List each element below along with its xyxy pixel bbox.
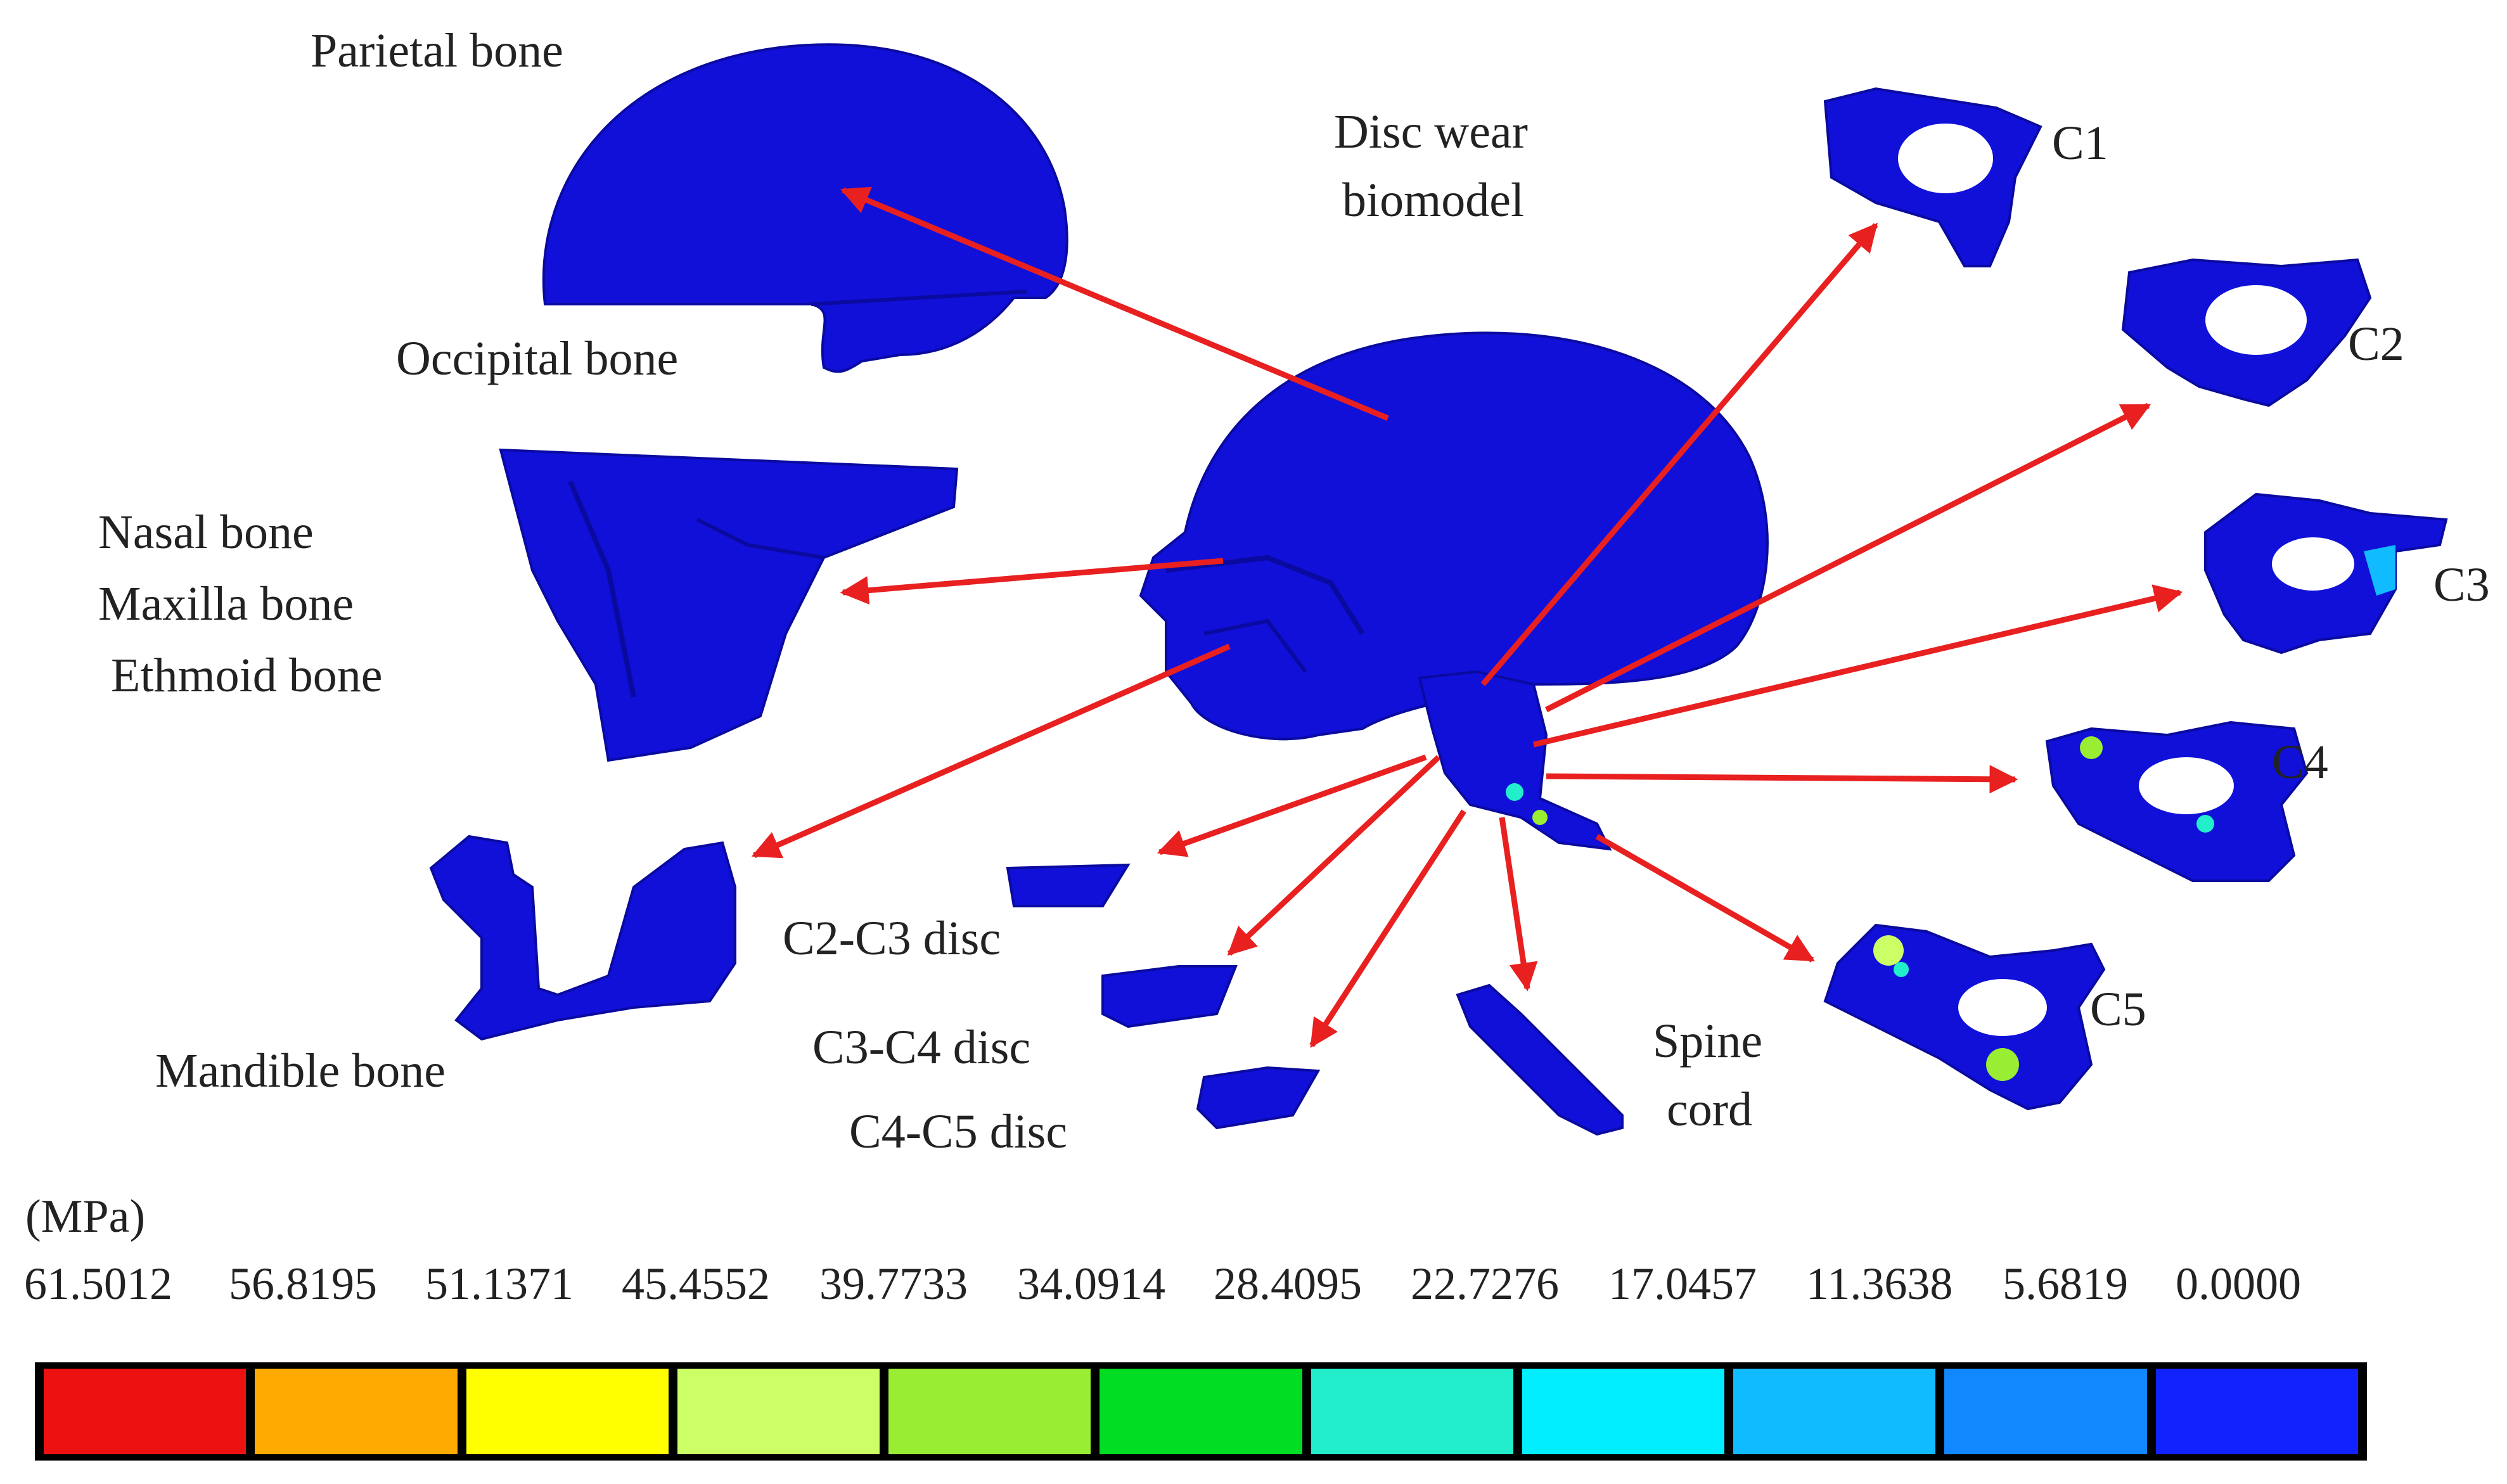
legend-swatch bbox=[44, 1369, 247, 1454]
label-spine: Spine bbox=[1653, 1014, 1763, 1068]
arrow-c4 bbox=[1546, 765, 2018, 794]
cervical-column-shape bbox=[1418, 670, 1612, 851]
c5-vertebra-shape bbox=[1823, 923, 2106, 1111]
label-c3-c4-disc: C3-C4 disc bbox=[812, 1021, 1031, 1074]
arrow-spine-cord bbox=[1499, 817, 1538, 992]
c2-c3-disc-shape bbox=[1006, 863, 1131, 907]
facial-bones-shape bbox=[499, 448, 959, 762]
legend-swatch bbox=[1733, 1369, 1936, 1454]
label-c5: C5 bbox=[2090, 983, 2146, 1036]
legend-value: 34.0914 bbox=[1017, 1258, 1165, 1309]
legend-swatch bbox=[2155, 1369, 2358, 1454]
legend-swatch bbox=[1100, 1369, 1302, 1454]
arrow-c3 bbox=[1532, 584, 2183, 748]
legend-swatch bbox=[1944, 1369, 2147, 1454]
label-cord: cord bbox=[1667, 1083, 1753, 1136]
parietal-bone-shape bbox=[542, 43, 1068, 373]
legend-value: 45.4552 bbox=[622, 1258, 770, 1309]
arrow-c1 bbox=[1480, 222, 1878, 686]
c2-vertebra-shape bbox=[2121, 258, 2372, 407]
legend-value: 39.7733 bbox=[819, 1258, 968, 1309]
legend-swatch bbox=[255, 1369, 458, 1454]
legend-value: 56.8195 bbox=[229, 1258, 377, 1309]
label-c4: C4 bbox=[2272, 736, 2328, 789]
legend-color-bar bbox=[35, 1362, 2367, 1461]
mandible-bone-shape bbox=[429, 835, 736, 1041]
skull-model-shape bbox=[1139, 331, 1769, 741]
c1-vertebra-shape bbox=[1823, 87, 2042, 267]
label-parietal-bone: Parietal bone bbox=[311, 24, 563, 77]
arrow-c2 bbox=[1544, 402, 2151, 713]
arrow-c5 bbox=[1595, 834, 1815, 963]
label-nasal-bone: Nasal bone bbox=[98, 506, 314, 559]
label-occipital-bone: Occipital bone bbox=[396, 332, 679, 385]
label-c2-c3-disc: C2-C3 disc bbox=[783, 912, 1001, 965]
legend-value: 28.4095 bbox=[1214, 1258, 1362, 1309]
c3-vertebra-shape bbox=[2204, 492, 2448, 655]
arrow-parietal bbox=[840, 186, 1389, 421]
label-mandible-bone: Mandible bone bbox=[155, 1044, 446, 1097]
legend-value: 5.6819 bbox=[2003, 1258, 2128, 1309]
label-c4-c5-disc: C4-C5 disc bbox=[849, 1105, 1068, 1158]
label-biomodel: biomodel bbox=[1342, 174, 1525, 227]
pointer-arrows bbox=[751, 186, 2183, 1048]
c4-c5-disc-shape bbox=[1196, 1066, 1321, 1130]
legend-value: 22.7276 bbox=[1411, 1258, 1559, 1309]
label-disc-wear: Disc wear bbox=[1334, 105, 1528, 158]
legend-value: 11.3638 bbox=[1806, 1258, 1953, 1309]
legend-swatch bbox=[466, 1369, 669, 1454]
arrow-mandible bbox=[751, 643, 1231, 859]
label-c1: C1 bbox=[2052, 117, 2108, 170]
c3-c4-disc-shape bbox=[1101, 965, 1238, 1028]
arrow-c4c5-disc bbox=[1309, 809, 1466, 1048]
arrow-c3c4-disc bbox=[1227, 755, 1441, 956]
spine-cord-shape bbox=[1456, 983, 1624, 1136]
legend-value: 51.1371 bbox=[425, 1258, 574, 1309]
label-ethmoid-bone: Ethmoid bone bbox=[111, 649, 383, 702]
legend-value: 17.0457 bbox=[1608, 1258, 1757, 1309]
legend-swatch bbox=[677, 1369, 880, 1454]
label-c3: C3 bbox=[2433, 558, 2490, 611]
legend-value: 61.5012 bbox=[24, 1258, 172, 1309]
legend-swatch bbox=[1522, 1369, 1725, 1454]
legend-swatch bbox=[1311, 1369, 1513, 1454]
legend-unit-label: (MPa) bbox=[25, 1191, 146, 1243]
arrow-facial bbox=[840, 558, 1224, 605]
label-maxilla-bone: Maxilla bone bbox=[98, 577, 354, 630]
arrow-c2c3-disc bbox=[1157, 754, 1427, 857]
c4-vertebra-shape bbox=[2045, 720, 2309, 882]
label-c2: C2 bbox=[2348, 317, 2404, 371]
legend-swatch bbox=[888, 1369, 1091, 1454]
legend-value: 0.0000 bbox=[2176, 1258, 2301, 1309]
